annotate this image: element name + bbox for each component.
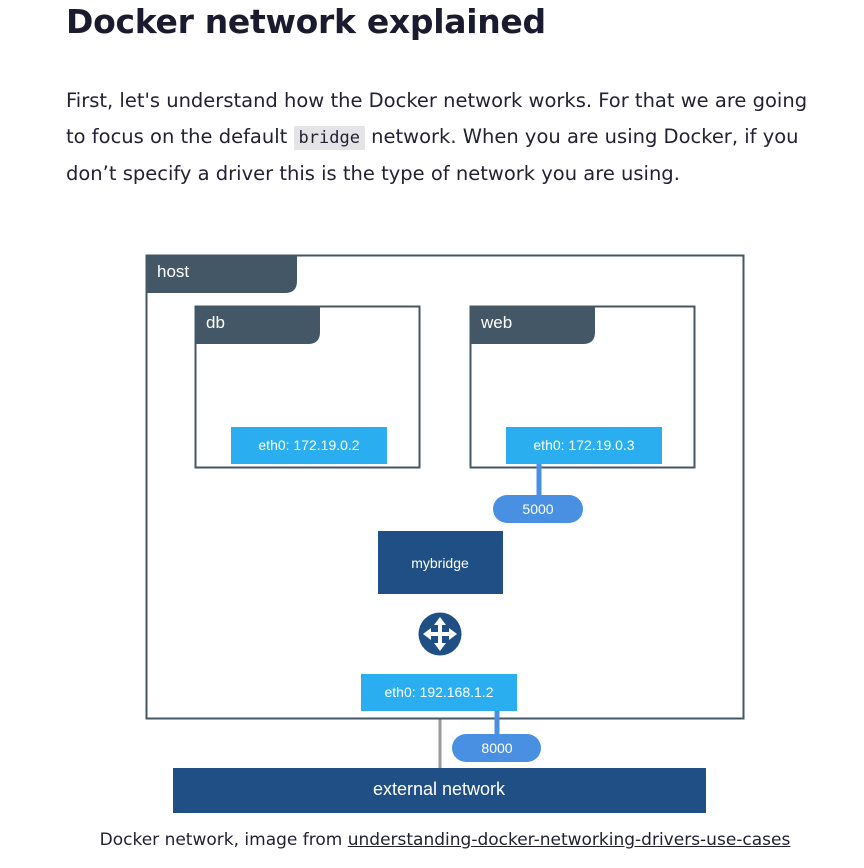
external-network-box xyxy=(173,768,706,813)
host-eth-box xyxy=(361,674,517,711)
host-tab xyxy=(146,255,297,293)
host-port-pill xyxy=(452,734,541,762)
router-icon xyxy=(418,612,462,656)
web-eth-box xyxy=(506,427,662,464)
db-eth-box xyxy=(231,427,387,464)
host-label: host xyxy=(157,262,189,281)
host-port-label: 8000 xyxy=(481,740,512,756)
caption-text: Docker network, image from xyxy=(99,830,348,850)
web-port-pill xyxy=(493,495,583,523)
web-eth-label: eth0: 172.19.0.3 xyxy=(533,437,634,453)
db-eth-label: eth0: 172.19.0.2 xyxy=(258,437,359,453)
inline-code-bridge: bridge xyxy=(293,125,365,150)
db-label: db xyxy=(206,313,225,332)
host-eth-label: eth0: 192.168.1.2 xyxy=(385,684,494,700)
mybridge-box xyxy=(378,531,503,594)
web-port-label: 5000 xyxy=(522,501,553,517)
caption-source-link[interactable]: understanding-docker-networking-drivers-… xyxy=(347,830,791,850)
intro-text-before: First, let's understand how the Docker n… xyxy=(66,89,808,148)
intro-text-after: network. When you are using Docker, if y… xyxy=(66,124,799,186)
mybridge-label: mybridge xyxy=(411,555,469,571)
intro-paragraph: First, let's understand how the Docker n… xyxy=(66,83,826,192)
external-network-label: external network xyxy=(373,779,506,799)
web-label: web xyxy=(480,313,512,332)
web-tab xyxy=(470,306,595,344)
article-title: Docker network explained xyxy=(66,2,546,41)
db-tab xyxy=(195,306,320,344)
figure-caption: Docker network, image from understanding… xyxy=(0,830,864,850)
